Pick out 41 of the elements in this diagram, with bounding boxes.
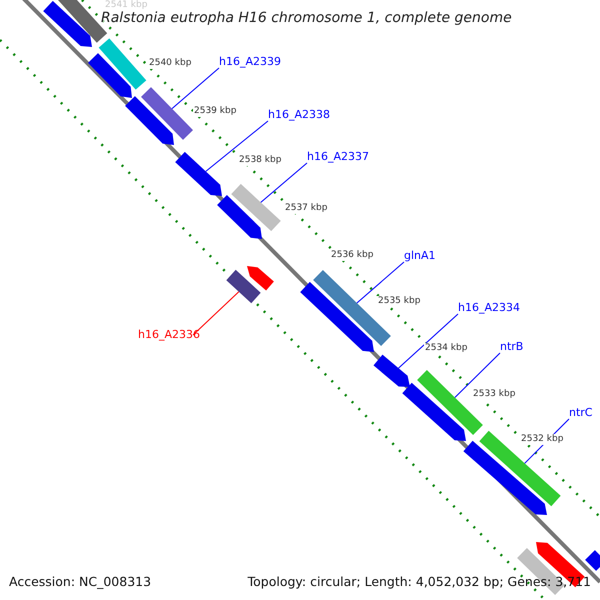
gene-block xyxy=(141,87,193,140)
gene-label: h16_A2337 xyxy=(307,151,369,162)
pointed-gene-block xyxy=(300,282,374,352)
gene-label: glnA1 xyxy=(404,250,436,261)
pointed-gene-block xyxy=(175,152,222,196)
pointed-gene-block xyxy=(247,266,274,290)
gene-block xyxy=(231,184,281,232)
leader-line xyxy=(260,162,308,203)
leader-line xyxy=(192,291,240,336)
pointed-gene-block xyxy=(43,0,92,47)
pointed-gene-block xyxy=(217,195,262,239)
pointed-gene-block xyxy=(402,382,466,441)
pointed-gene-block xyxy=(463,440,547,515)
leader-line xyxy=(356,262,404,304)
scale-label: 2536 kbp xyxy=(330,250,374,261)
gene-label: h16_A2339 xyxy=(219,56,281,67)
gene-block xyxy=(98,38,146,90)
scale-label: 2537 kbp xyxy=(284,203,328,214)
title: Ralstonia eutropha H16 chromosome 1, complete genome xyxy=(101,11,512,25)
gene-label: ntrB xyxy=(500,341,524,352)
gene-block xyxy=(479,430,561,506)
pointed-gene-block xyxy=(88,53,132,98)
gene-label: ntrC xyxy=(569,407,592,418)
leader-line xyxy=(205,120,268,172)
pointed-gene-block xyxy=(374,354,410,387)
leader-line xyxy=(172,68,220,110)
accession-text: Accession: NC_008313 xyxy=(9,576,152,588)
gene-label: h16_A2334 xyxy=(458,302,520,313)
scale-label: 2535 kbp xyxy=(377,296,422,307)
leader-line xyxy=(398,314,458,369)
scale-label: 2540 kbp xyxy=(148,58,192,69)
pointed-gene-block xyxy=(125,96,174,145)
scale-label: 2538 kbp xyxy=(238,155,282,166)
scale-label: 2533 kbp xyxy=(472,389,516,400)
gene-label: h16_A2338 xyxy=(268,109,330,120)
scale-label: 2534 kbp xyxy=(424,343,468,354)
scale-label: 2532 kbp xyxy=(520,434,564,445)
gene-label: h16_A2336 xyxy=(138,329,200,340)
leader-line xyxy=(454,352,500,398)
gene-block xyxy=(226,270,261,304)
scale-label: 2539 kbp xyxy=(193,106,238,117)
